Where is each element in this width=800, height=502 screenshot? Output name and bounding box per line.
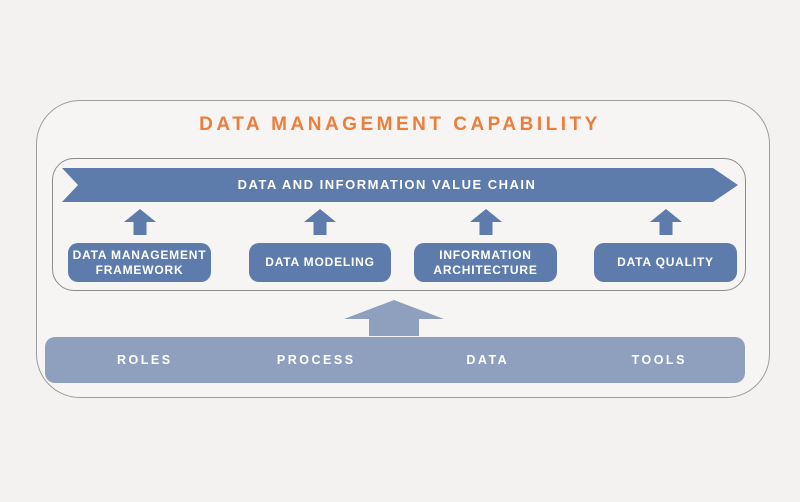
- capability-box-data-quality: DATA QUALITY: [594, 243, 737, 282]
- value-chain-label: DATA AND INFORMATION VALUE CHAIN: [237, 177, 537, 192]
- up-arrow-icon: [304, 209, 336, 235]
- foundation-item-roles: ROLES: [116, 353, 173, 367]
- foundation-item-data: DATA: [466, 353, 510, 367]
- capability-label: INFORMATION ARCHITECTURE: [433, 247, 538, 277]
- value-chain-ribbon: DATA AND INFORMATION VALUE CHAIN: [62, 168, 738, 202]
- foundation-bar: ROLES PROCESS DATA TOOLS: [45, 337, 745, 383]
- right-arrow-ribbon-icon: [62, 168, 738, 202]
- value-chain-container: [52, 158, 746, 291]
- capability-box-information-architecture: INFORMATION ARCHITECTURE: [414, 243, 557, 282]
- capability-box-data-management-framework: DATA MANAGEMENT FRAMEWORK: [68, 243, 211, 282]
- up-arrow-icon: [124, 209, 156, 235]
- foundation-item-process: PROCESS: [276, 353, 356, 367]
- up-arrow-icon: [470, 209, 502, 235]
- capability-label: DATA QUALITY: [617, 255, 714, 269]
- up-arrow-icon: [650, 209, 682, 235]
- capability-box-data-modeling: DATA MODELING: [249, 243, 391, 282]
- foundation-up-arrow-icon: [344, 300, 444, 336]
- foundation-item-tools: TOOLS: [631, 353, 687, 367]
- diagram-title: DATA MANAGEMENT CAPABILITY: [199, 114, 601, 135]
- capability-label: DATA MODELING: [265, 255, 375, 269]
- capability-label: DATA MANAGEMENT FRAMEWORK: [72, 247, 207, 277]
